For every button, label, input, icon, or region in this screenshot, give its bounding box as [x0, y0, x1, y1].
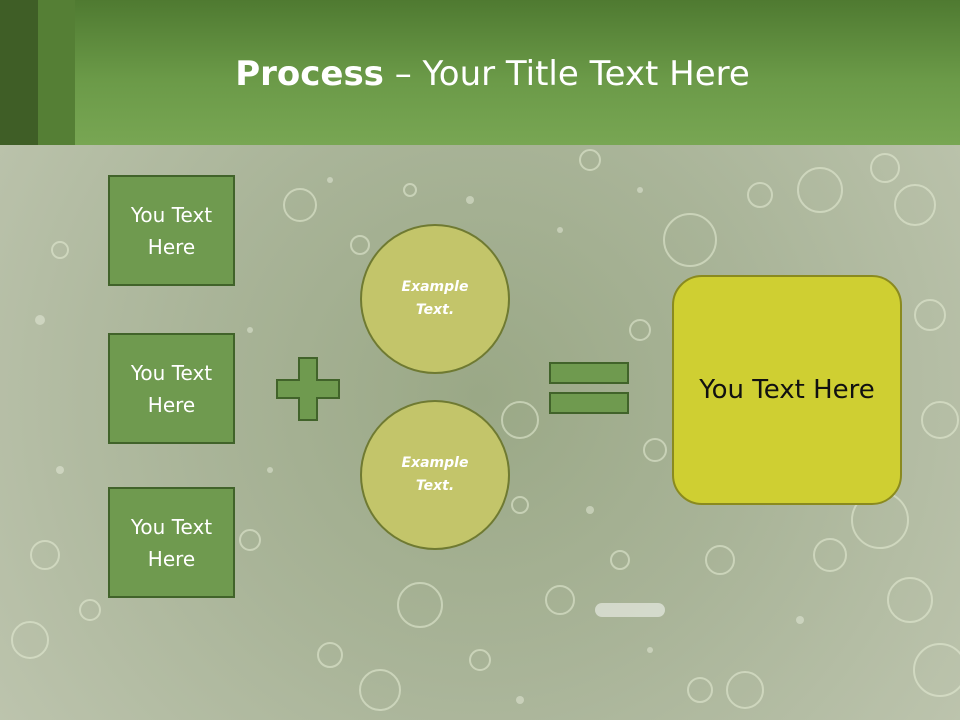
- example-circle-1-label: Example Text.: [401, 279, 469, 318]
- slide-title-bold: Process: [235, 54, 384, 94]
- input-box-3[interactable]: You Text Here: [108, 487, 235, 598]
- slide-title: Process – Your Title Text Here: [0, 52, 960, 96]
- example-circle-2-label: Example Text.: [401, 455, 469, 494]
- example-circle-2[interactable]: Example Text.: [360, 400, 510, 550]
- input-box-1[interactable]: You Text Here: [108, 175, 235, 286]
- input-box-2[interactable]: You Text Here: [108, 333, 235, 444]
- input-box-3-label: You Text Here: [130, 514, 213, 571]
- title-bar-accent-dark: [0, 0, 38, 145]
- title-bar-accent-mid: [38, 0, 75, 145]
- title-bar: Process – Your Title Text Here: [0, 0, 960, 145]
- result-box-label: You Text Here: [699, 375, 875, 405]
- equals-icon: [549, 362, 629, 414]
- plus-icon: [276, 357, 340, 421]
- input-box-2-label: You Text Here: [130, 360, 213, 417]
- input-box-1-label: You Text Here: [130, 202, 213, 259]
- result-box[interactable]: You Text Here: [672, 275, 902, 505]
- example-circle-1[interactable]: Example Text.: [360, 224, 510, 374]
- slide-title-rest: – Your Title Text Here: [383, 54, 750, 94]
